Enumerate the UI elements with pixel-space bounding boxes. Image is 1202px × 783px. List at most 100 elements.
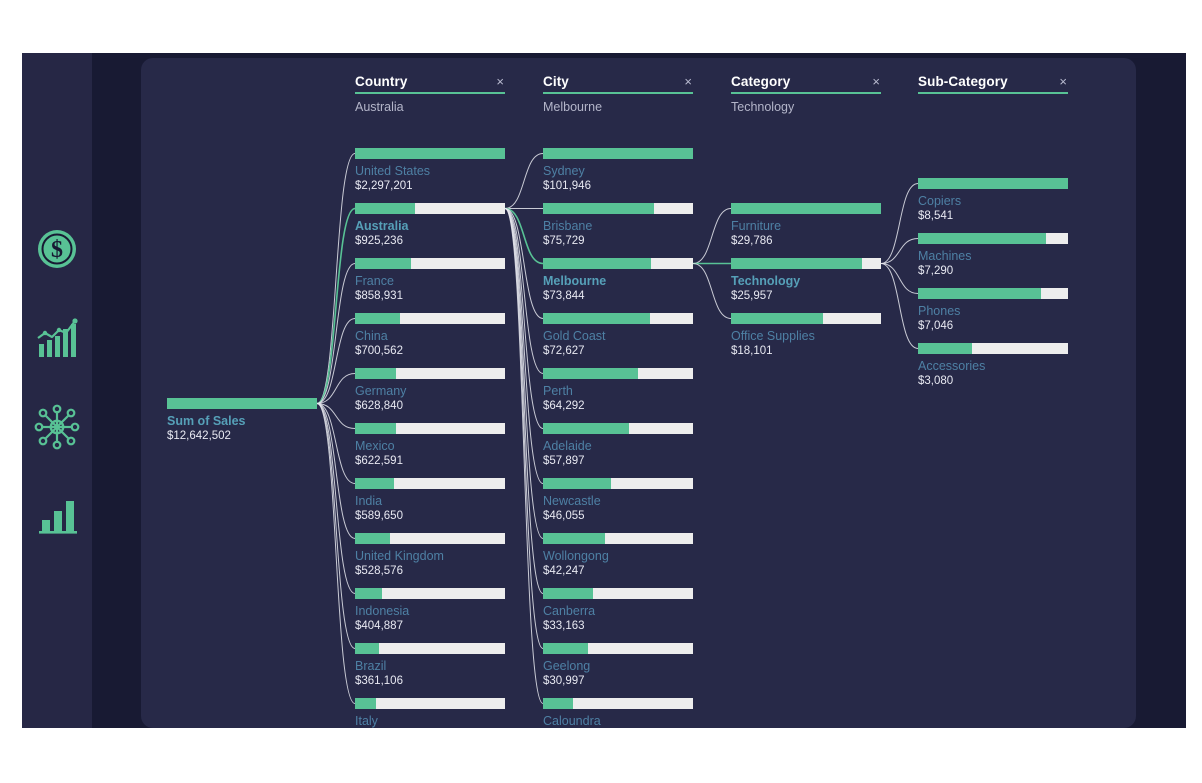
node-value: $628,840 — [355, 400, 403, 412]
tree-node-city-10[interactable]: Caloundra — [543, 698, 693, 728]
tree-node-city-4[interactable]: Perth$64,292 — [543, 368, 693, 413]
node-bar — [543, 588, 693, 599]
tree-node-category-2[interactable]: Office Supplies$18,101 — [731, 313, 881, 358]
node-bar — [918, 343, 1068, 354]
node-bar-fill — [731, 313, 823, 324]
node-bar — [543, 533, 693, 544]
network-hub-icon — [34, 404, 80, 450]
node-value: $589,650 — [355, 510, 403, 522]
node-bar-fill — [543, 533, 605, 544]
node-bar-fill — [355, 258, 411, 269]
column-header-city: City × Melbourne — [543, 74, 693, 114]
tree-link — [504, 208, 544, 319]
tree-node-city-8[interactable]: Canberra$33,163 — [543, 588, 693, 633]
tree-link — [316, 403, 356, 594]
column-title: City — [543, 74, 569, 89]
node-value: $7,290 — [918, 265, 954, 277]
node-bar — [355, 258, 505, 269]
tree-node-city-0[interactable]: Sydney$101,946 — [543, 148, 693, 193]
node-label: Adelaide — [543, 439, 592, 453]
node-bar — [731, 258, 881, 269]
tree-link — [880, 263, 919, 294]
tree-node-city-1[interactable]: Brisbane$75,729 — [543, 203, 693, 248]
node-bar-fill — [918, 343, 972, 354]
sidebar-item-reports[interactable] — [22, 481, 92, 551]
close-icon[interactable]: × — [684, 74, 692, 89]
tree-node-country-4[interactable]: Germany $628,840 — [355, 368, 505, 413]
sidebar-item-trends[interactable] — [22, 303, 92, 373]
node-bar — [543, 478, 693, 489]
node-bar — [918, 233, 1068, 244]
tree-link — [504, 207, 544, 265]
node-bar — [918, 288, 1068, 299]
tree-node-sub-category-2[interactable]: Phones$7,046 — [918, 288, 1068, 333]
tree-node-sub-category-0[interactable]: Copiers$8,541 — [918, 178, 1068, 223]
tree-node-city-6[interactable]: Newcastle$46,055 — [543, 478, 693, 523]
tree-node-city-9[interactable]: Geelong$30,997 — [543, 643, 693, 688]
tree-node-category-1[interactable]: Technology$25,957 — [731, 258, 881, 303]
node-bar-fill — [355, 368, 396, 379]
tree-node-country-0[interactable]: United States$2,297,201 — [355, 148, 505, 193]
column-header-category: Category × Technology — [731, 74, 881, 114]
node-bar — [731, 313, 881, 324]
node-bar-fill — [543, 698, 573, 709]
tree-node-country-5[interactable]: Mexico$622,591 — [355, 423, 505, 468]
node-bar — [731, 203, 881, 214]
node-value: $3,080 — [918, 375, 954, 387]
node-label: Wollongong — [543, 549, 609, 563]
tree-link — [316, 207, 356, 405]
node-bar — [355, 368, 505, 379]
tree-node-category-0[interactable]: Furniture$29,786 — [731, 203, 881, 248]
tree-link — [880, 183, 919, 264]
sidebar-item-sales[interactable]: $ — [22, 214, 92, 284]
node-value: $42,247 — [543, 565, 585, 577]
node-bar-fill — [543, 643, 588, 654]
tree-link — [504, 208, 544, 484]
tree-link — [316, 263, 356, 404]
close-icon[interactable]: × — [872, 74, 880, 89]
node-label: Office Supplies — [731, 329, 815, 343]
node-value: $7,046 — [918, 320, 954, 332]
node-label: Furniture — [731, 219, 782, 233]
tree-node-city-3[interactable]: Gold Coast$72,627 — [543, 313, 693, 358]
node-label: Mexico — [355, 439, 395, 453]
sidebar-item-decomposition[interactable] — [22, 392, 92, 462]
tree-node-city-7[interactable]: Wollongong $42,247 — [543, 533, 693, 578]
tree-node-country-3[interactable]: China$700,562 — [355, 313, 505, 358]
node-value: $528,576 — [355, 565, 403, 577]
svg-text:$: $ — [51, 237, 63, 263]
node-label: Technology — [731, 274, 801, 288]
tree-link — [692, 263, 732, 319]
node-label: Australia — [355, 219, 409, 233]
tree-node-country-7[interactable]: United Kingdom$528,576 — [355, 533, 505, 578]
node-bar-fill — [355, 533, 390, 544]
node-value: $46,055 — [543, 510, 585, 522]
node-label: Germany — [355, 384, 407, 398]
tree-node-city-2[interactable]: Melbourne$73,844 — [543, 258, 693, 303]
node-bar-fill — [543, 258, 651, 269]
node-bar-fill — [543, 368, 638, 379]
tree-node-sub-category-1[interactable]: Machines$7,290 — [918, 233, 1068, 278]
tree-node-country-1[interactable]: Australia$925,236 — [355, 203, 505, 248]
tree-node-country-8[interactable]: Indonesia$404,887 — [355, 588, 505, 633]
tree-node-city-5[interactable]: Adelaide$57,897 — [543, 423, 693, 468]
close-icon[interactable]: × — [1059, 74, 1067, 89]
tree-node-root[interactable]: Sum of Sales$12,642,502 — [167, 398, 317, 443]
dollar-coin-icon: $ — [35, 227, 79, 271]
tree-node-country-6[interactable]: India$589,650 — [355, 478, 505, 523]
tree-link — [504, 208, 544, 429]
tree-link — [504, 208, 544, 374]
tree-node-country-10[interactable]: Italy — [355, 698, 505, 728]
node-bar — [543, 148, 693, 159]
tree-link — [504, 153, 544, 209]
tree-node-country-2[interactable]: France$858,931 — [355, 258, 505, 303]
tree-node-country-9[interactable]: Brazil$361,106 — [355, 643, 505, 688]
node-bar-fill — [543, 313, 650, 324]
tree-link — [880, 238, 919, 264]
tree-node-sub-category-3[interactable]: Accessories$3,080 — [918, 343, 1068, 388]
node-bar-fill — [918, 178, 1068, 189]
close-icon[interactable]: × — [496, 74, 504, 89]
node-bar-fill — [355, 423, 396, 434]
tree-link — [316, 403, 356, 649]
